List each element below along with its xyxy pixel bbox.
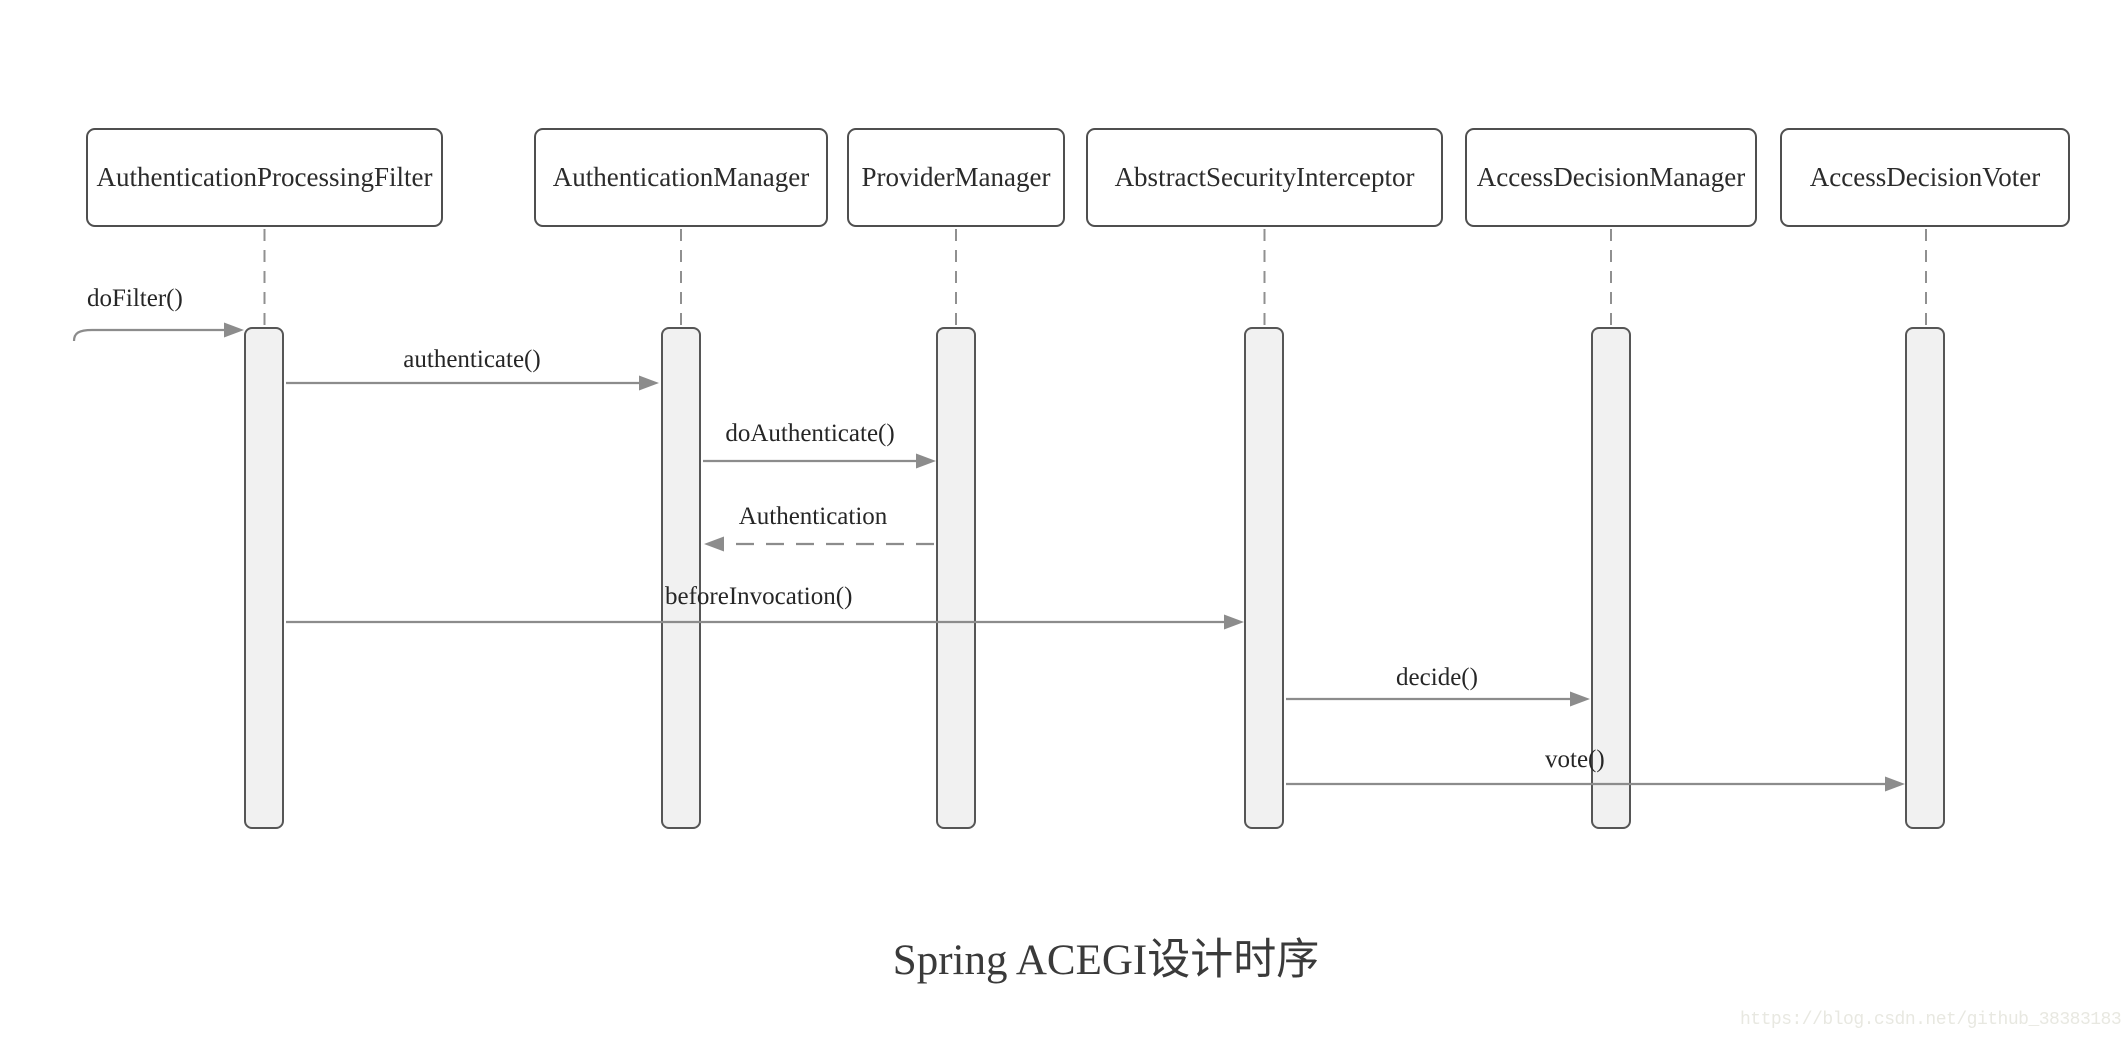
activation-bar-accessdecisionmanager [1591,327,1631,829]
activation-bar-authenticationmanager [661,327,701,829]
message-label-dofilter: doFilter() [87,285,183,312]
message-label-decide: decide() [1396,664,1478,691]
actor-box-accessdecisionvoter: AccessDecisionVoter [1780,128,2070,227]
activation-bar-authenticationprocessingfilter [244,327,284,829]
message-label-beforeinvocation: beforeInvocation() [665,583,853,610]
actor-box-authenticationprocessingfilter: AuthenticationProcessingFilter [86,128,443,227]
message-arrow-dofilter [72,322,244,342]
actor-box-authenticationmanager: AuthenticationManager [534,128,828,227]
activation-bar-accessdecisionvoter [1905,327,1945,829]
watermark-url: https://blog.csdn.net/github_38383183 [1740,1010,2122,1030]
message-arrow-authentication-return [704,536,934,552]
message-arrow-doauthenticate [703,453,936,469]
diagram-title: Spring ACEGI设计时序 [892,937,1320,984]
actor-box-abstractsecurityinterceptor: AbstractSecurityInterceptor [1086,128,1443,227]
actor-box-accessdecisionmanager: AccessDecisionManager [1465,128,1757,227]
message-label-doauthenticate: doAuthenticate() [725,420,895,447]
message-label-authentication: Authentication [738,503,888,530]
message-label-authenticate: authenticate() [403,346,541,373]
actor-box-providermanager: ProviderManager [847,128,1065,227]
activation-bar-providermanager [936,327,976,829]
activation-bar-abstractsecurityinterceptor [1244,327,1284,829]
message-arrow-beforeinvocation [286,614,1244,630]
message-arrow-decide [1286,691,1590,707]
message-label-vote: vote() [1545,746,1605,773]
message-arrow-authenticate [286,375,659,391]
